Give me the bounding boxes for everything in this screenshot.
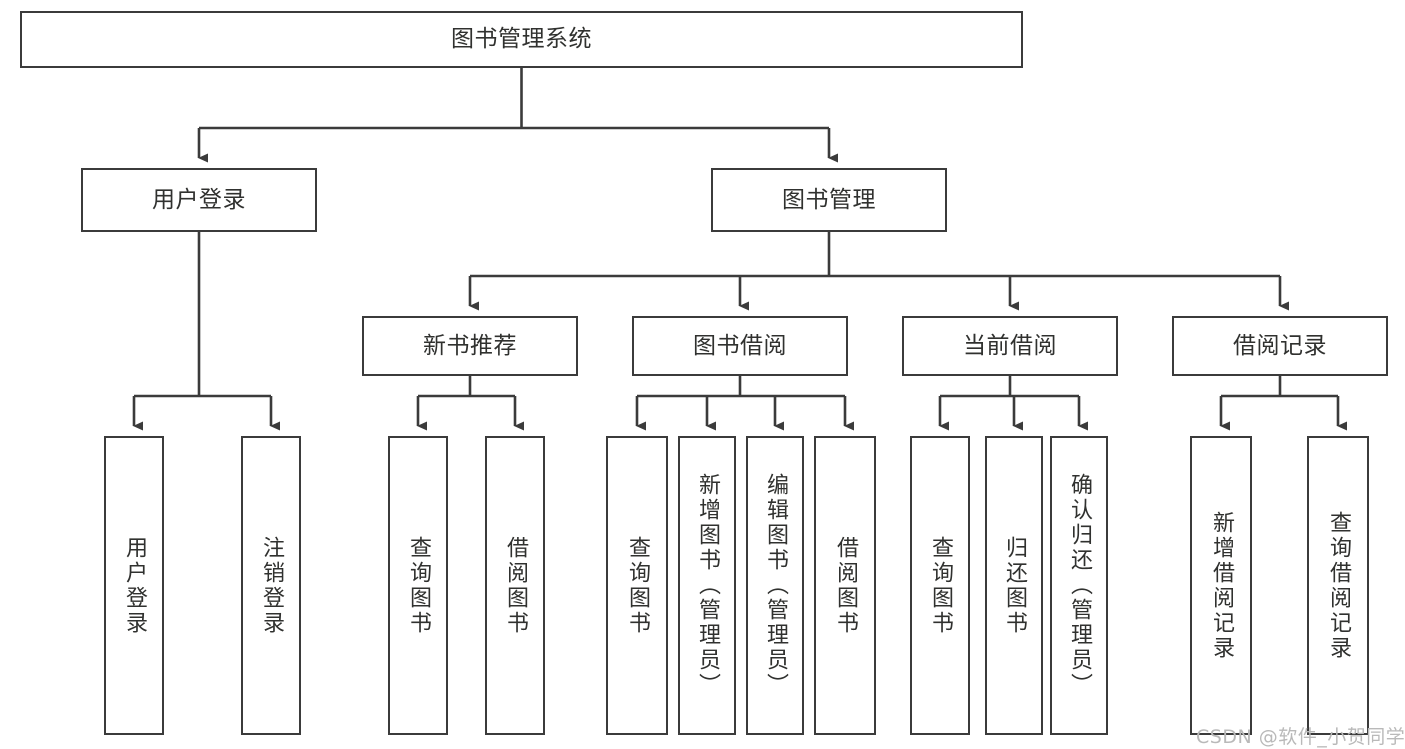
node-leaf-query-book-cur-label: 查询图书 [928, 535, 953, 636]
node-leaf-query-record-label: 查询借阅记录 [1326, 510, 1351, 661]
node-leaf-query-book-label: 查询图书 [625, 535, 650, 636]
node-user-login[interactable]: 用户登录 [81, 168, 317, 232]
node-leaf-borrow-book-label: 借阅图书 [833, 535, 858, 636]
node-leaf-borrow-book-rec[interactable]: 借阅图书 [485, 436, 545, 735]
connector-lines [132, 68, 1347, 431]
node-current-borrow[interactable]: 当前借阅 [902, 316, 1118, 376]
node-borrow-record-label: 借阅记录 [1233, 332, 1327, 359]
node-leaf-user-login-label: 用户登录 [122, 535, 147, 636]
node-leaf-return-book[interactable]: 归还图书 [985, 436, 1043, 735]
node-current-borrow-label: 当前借阅 [963, 332, 1057, 359]
node-leaf-confirm-return[interactable]: 确认归还（管理员） [1050, 436, 1108, 735]
node-leaf-borrow-book-rec-label: 借阅图书 [503, 535, 528, 636]
node-new-book-rec[interactable]: 新书推荐 [362, 316, 578, 376]
node-book-borrow-label: 图书借阅 [693, 332, 787, 359]
node-new-book-rec-label: 新书推荐 [423, 332, 517, 359]
node-leaf-query-book-rec[interactable]: 查询图书 [388, 436, 448, 735]
node-leaf-edit-book[interactable]: 编辑图书（管理员） [746, 436, 804, 735]
node-root[interactable]: 图书管理系统 [20, 11, 1023, 68]
node-root-label: 图书管理系统 [451, 26, 592, 53]
node-leaf-query-book-cur[interactable]: 查询图书 [910, 436, 970, 735]
node-leaf-edit-book-label: 编辑图书（管理员） [763, 473, 788, 698]
node-book-manage[interactable]: 图书管理 [711, 168, 947, 232]
node-leaf-user-login[interactable]: 用户登录 [104, 436, 164, 735]
node-user-login-label: 用户登录 [152, 186, 246, 213]
node-leaf-query-book-rec-label: 查询图书 [406, 535, 431, 636]
node-leaf-query-record[interactable]: 查询借阅记录 [1307, 436, 1369, 735]
node-leaf-user-logout[interactable]: 注销登录 [241, 436, 301, 735]
node-leaf-add-book-label: 新增图书（管理员） [695, 473, 720, 698]
node-borrow-record[interactable]: 借阅记录 [1172, 316, 1388, 376]
node-book-borrow[interactable]: 图书借阅 [632, 316, 848, 376]
csdn-watermark: CSDN @软件_小贺同学 [1196, 726, 1405, 748]
node-leaf-borrow-book[interactable]: 借阅图书 [814, 436, 876, 735]
node-leaf-return-book-label: 归还图书 [1002, 535, 1027, 636]
node-book-manage-label: 图书管理 [782, 186, 876, 213]
node-leaf-user-logout-label: 注销登录 [259, 535, 284, 636]
node-leaf-confirm-return-label: 确认归还（管理员） [1067, 473, 1092, 698]
node-leaf-query-book[interactable]: 查询图书 [606, 436, 668, 735]
node-leaf-add-record[interactable]: 新增借阅记录 [1190, 436, 1252, 735]
node-leaf-add-record-label: 新增借阅记录 [1209, 510, 1234, 661]
node-leaf-add-book[interactable]: 新增图书（管理员） [678, 436, 736, 735]
